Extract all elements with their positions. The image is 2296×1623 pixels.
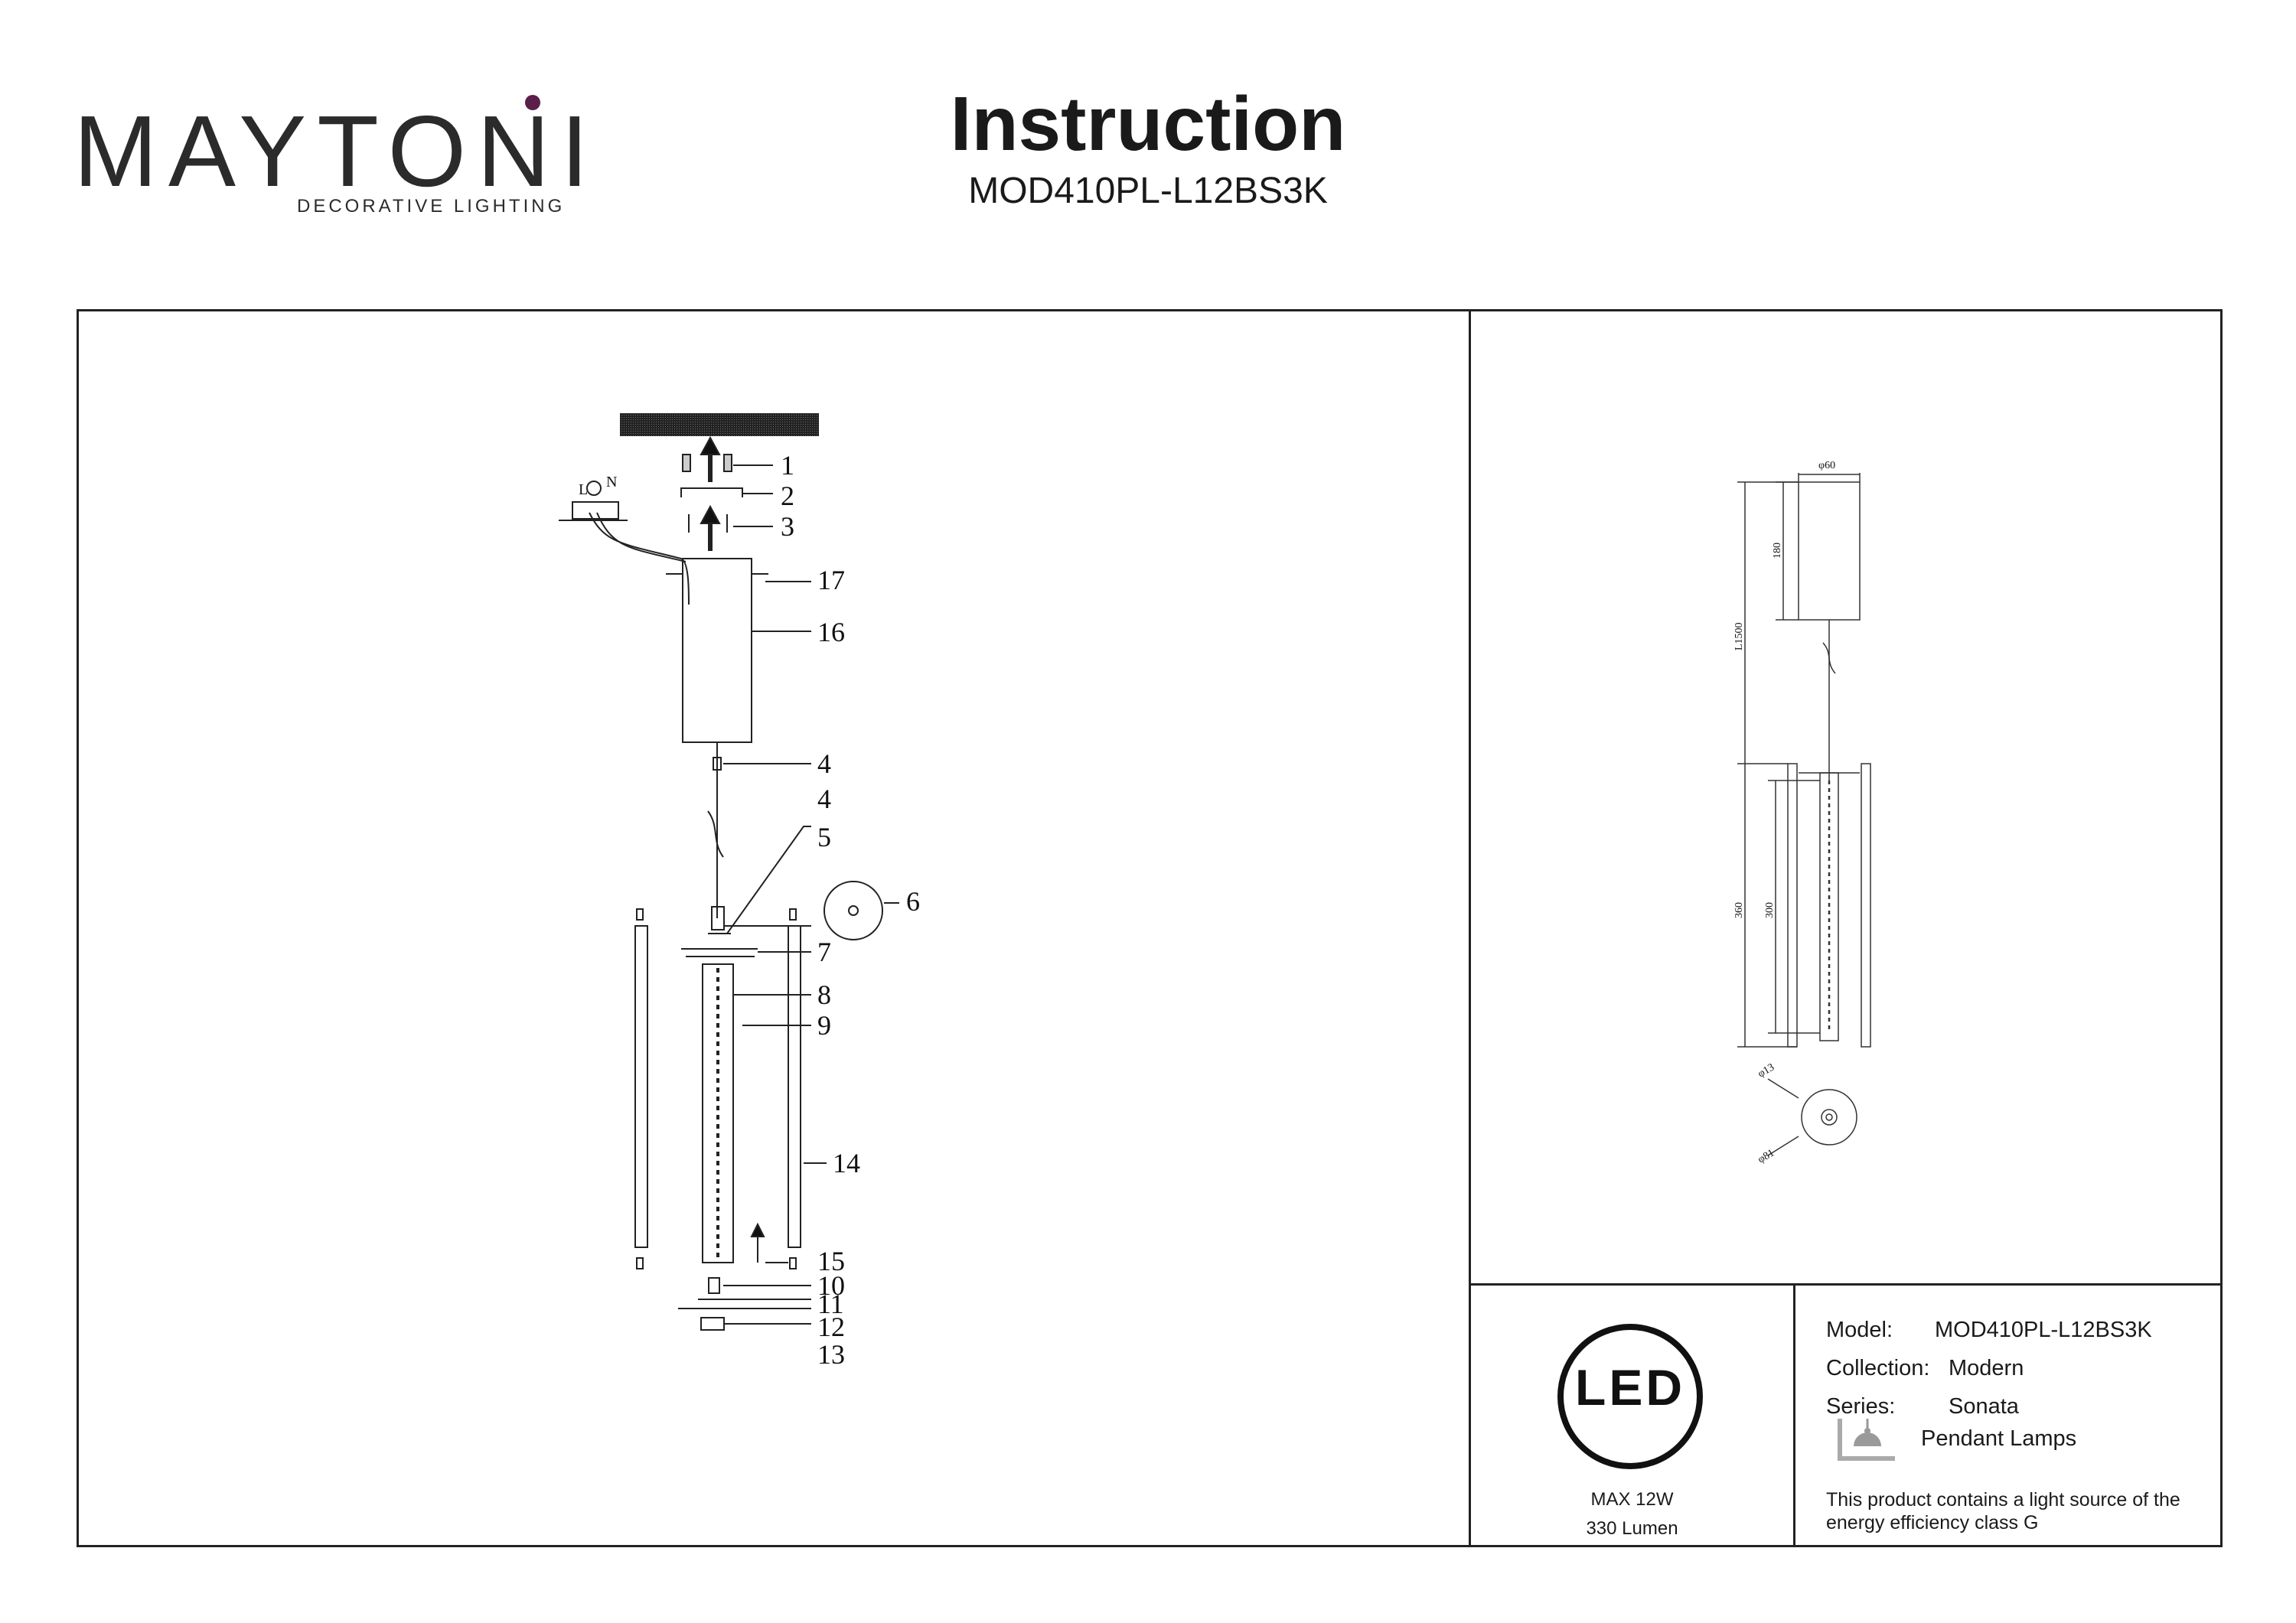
callout-4a: 4 xyxy=(817,748,831,779)
dim-ring-diameter: φ81 xyxy=(1756,1147,1777,1165)
led-badge: LED xyxy=(1557,1324,1703,1469)
dim-top-diameter: φ60 xyxy=(1818,460,1835,471)
callout-6: 6 xyxy=(906,886,920,917)
canopy xyxy=(682,558,752,743)
logo-wordmark: MAYTONI xyxy=(73,95,600,207)
callout-9: 9 xyxy=(817,1010,831,1041)
instruction-frame xyxy=(77,309,2223,1547)
divider-main xyxy=(1469,309,1471,1547)
logo-accent-dot xyxy=(525,95,540,110)
series-label: Series: xyxy=(1826,1394,1896,1419)
mounting-bracket xyxy=(680,487,743,497)
dimension-drawing: φ60 180 L1500 360 300 φ13 φ81 xyxy=(1733,460,1871,1165)
dim-cable-length: L1500 xyxy=(1733,622,1745,650)
energy-note: This product contains a light source of … xyxy=(1826,1489,2180,1533)
callout-7: 7 xyxy=(817,937,831,967)
logo-tagline: DECORATIVE LIGHTING xyxy=(297,196,566,217)
model-label: Model: xyxy=(1826,1318,1893,1342)
page-title: Instruction xyxy=(950,81,1346,167)
callout-14: 14 xyxy=(833,1148,860,1178)
divider-badge xyxy=(1793,1283,1795,1547)
callout-10: 10 xyxy=(817,1270,845,1301)
callout-11: 11 xyxy=(817,1289,844,1319)
callout-17: 17 xyxy=(817,565,845,595)
dim-small-diameter: φ13 xyxy=(1756,1061,1777,1080)
ceiling-hatch xyxy=(620,413,819,436)
left-fin xyxy=(634,925,648,1248)
callout-2: 2 xyxy=(781,481,794,511)
terminal-block xyxy=(559,501,690,605)
callout-15: 15 xyxy=(817,1246,845,1276)
crystal-ring xyxy=(823,881,883,940)
right-fin xyxy=(788,925,801,1248)
collection-label: Collection: xyxy=(1826,1356,1930,1380)
callout-1: 1 xyxy=(781,450,794,481)
series-value: Sonata xyxy=(1949,1394,2019,1419)
assembly-diagram: 1 2 3 17 16 4 4 5 6 7 8 9 14 15 10 11 12… xyxy=(559,413,920,1370)
pendant-lamp-icon xyxy=(1838,1419,1895,1461)
lumen-text: 330 Lumen xyxy=(1586,1518,1678,1539)
wiring-label-live: L xyxy=(579,481,588,498)
callout-4b: 4 xyxy=(817,784,831,814)
led-tube xyxy=(702,963,734,1263)
power-text: MAX 12W xyxy=(1590,1489,1674,1510)
bottom-ring xyxy=(1801,1089,1857,1146)
canopy-outline xyxy=(1798,481,1861,621)
led-icon: LED xyxy=(1575,1359,1685,1416)
ground-icon xyxy=(586,481,602,496)
callout-5: 5 xyxy=(817,822,831,852)
dim-tube-height: 300 xyxy=(1764,902,1776,918)
product-type: Pendant Lamps xyxy=(1921,1426,2077,1451)
callout-13: 13 xyxy=(817,1339,845,1370)
model-value: MOD410PL-L12BS3K xyxy=(1935,1318,2152,1342)
callout-8: 8 xyxy=(817,979,831,1010)
wiring-label-neutral: N xyxy=(606,474,617,490)
callout-3: 3 xyxy=(781,511,794,542)
dim-body-height: 360 xyxy=(1733,902,1745,918)
divider-info xyxy=(1469,1283,2223,1286)
dim-canopy-height: 180 xyxy=(1772,543,1783,559)
callout-16: 16 xyxy=(817,617,845,647)
model-code-subtitle: MOD410PL-L12BS3K xyxy=(968,171,1328,211)
callout-12: 12 xyxy=(817,1312,845,1342)
collection-value: Modern xyxy=(1949,1356,2024,1380)
